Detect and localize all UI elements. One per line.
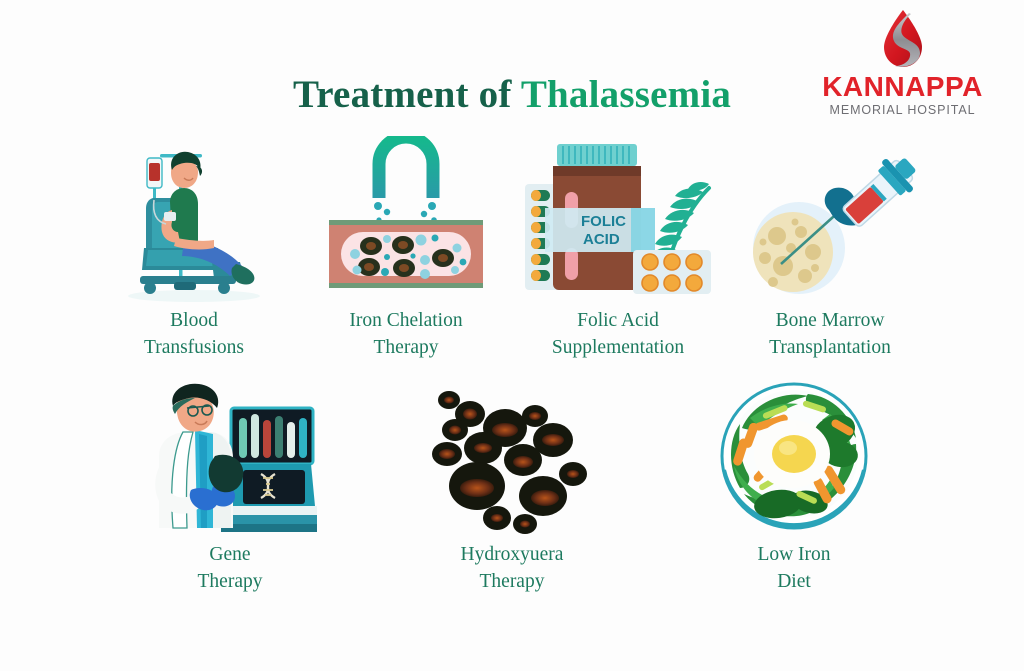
caption-line-2: Therapy [479,570,545,592]
treatment-caption: Gene Therapy [198,542,263,596]
bottle-label-line-1: FOLIC [581,213,626,230]
treatment-caption: Blood Transfusions [144,308,244,362]
treatment-card-bone-marrow-transplantation: Bone Marrow Transplantation [724,136,936,362]
treatment-row-top: Blood Transfusions [0,136,1024,362]
treatment-caption: Folic Acid Supplementation [552,308,684,362]
page-title-part-1: Treatment of [292,73,521,117]
caption-line-2: Transplantation [769,336,891,358]
caption-line-1: Bone Marrow [775,310,885,331]
treatment-caption: Hydroxyuera Therapy [461,542,564,596]
caption-line-2: Therapy [197,570,263,592]
caption-line-1: Hydroxyuera [460,544,564,565]
caption-line-2: Diet [777,570,811,592]
page-title-part-2: Thalassemia [520,73,732,117]
treatment-card-iron-chelation-therapy: Iron Chelation Therapy [300,136,512,362]
treatment-caption: Bone Marrow Transplantation [769,308,891,362]
caption-line-1: Low Iron [757,544,831,565]
folic-acid-bottle-icon: FOLIC ACID [512,136,724,304]
blood-vessel-chelation-icon [300,136,512,304]
caption-line-1: Gene [209,544,251,565]
caption-line-1: Iron Chelation [349,310,463,331]
syringe-bone-marrow-icon [724,136,936,304]
patient-in-iv-chair-icon [88,136,300,304]
caption-line-1: Folic Acid [577,310,659,331]
caption-line-2: Therapy [373,336,439,358]
blood-drop-logo-icon [868,8,938,70]
logo-name: KANNAPPA [822,71,983,102]
treatment-card-blood-transfusions: Blood Transfusions [88,136,300,362]
caption-line-2: Supplementation [551,336,685,358]
caption-line-2: Transfusions [143,336,245,358]
page-title: Treatment of Thalassemia [0,72,1024,117]
treatment-card-gene-therapy: Gene Therapy [89,378,371,596]
scientist-dna-monitor-icon [89,378,371,538]
logo-subtitle: MEMORIAL HOSPITAL [829,103,976,118]
red-blood-cells-cluster-icon [371,378,653,538]
hospital-logo: KANNAPPA MEMORIAL HOSPITAL [815,8,990,117]
caption-line-1: Blood [170,310,218,331]
treatment-card-low-iron-diet: Low Iron Diet [653,378,935,596]
treatment-card-folic-acid-supplementation: FOLIC ACID Folic Acid Supplementation [512,136,724,362]
bottle-label-line-2: ACID [583,231,620,248]
treatment-caption: Low Iron Diet [757,542,830,596]
salad-bowl-egg-icon [653,378,935,538]
treatment-caption: Iron Chelation Therapy [349,308,462,362]
treatment-row-bottom: Gene Therapy [0,378,1024,596]
treatment-card-hydroxyuera-therapy: Hydroxyuera Therapy [371,378,653,596]
